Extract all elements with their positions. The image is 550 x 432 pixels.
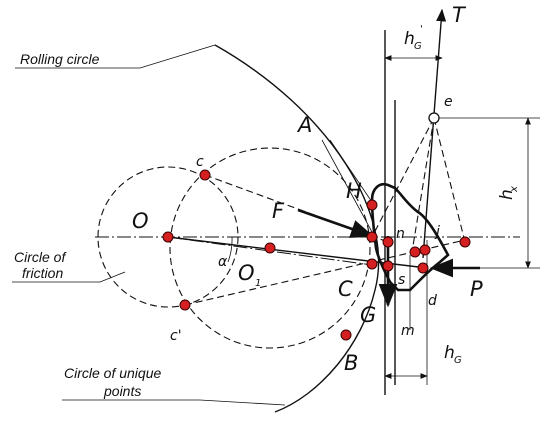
note-circle-of-friction-1: Circle of: [14, 249, 67, 265]
label-c: c: [196, 154, 204, 170]
label-A: A: [296, 113, 312, 137]
force-F-arrow: [297, 208, 375, 238]
label-F: F: [272, 199, 285, 223]
label-O1: O: [238, 261, 255, 285]
unique-points-leader: [62, 399, 286, 406]
point-H: [366, 199, 378, 211]
label-B: B: [344, 351, 358, 375]
label-H: H: [346, 179, 362, 203]
label-T: T: [452, 3, 467, 27]
label-e: e: [444, 94, 453, 110]
point-right: [459, 236, 471, 248]
e-to-n-dash: [371, 117, 435, 238]
point-O1: [264, 242, 276, 254]
rolling-circle-arc: [214, 44, 380, 413]
o-to-c-line: [167, 236, 373, 266]
force-T-arrow: [422, 8, 447, 259]
point-B: [340, 329, 352, 341]
label-C: C: [338, 277, 353, 301]
point-j1: [409, 246, 421, 258]
e-to-s-dash: [411, 117, 435, 253]
rolling-circle-leader: [15, 44, 216, 69]
point-c: [199, 169, 211, 181]
circle-of-unique-points: [169, 147, 371, 349]
label-d: d: [428, 293, 437, 309]
label-n: n: [396, 226, 405, 242]
label-cprime: c': [170, 328, 182, 344]
a-leader-2: [329, 139, 375, 206]
label-hg-sub: G: [454, 355, 462, 366]
label-G: G: [360, 303, 376, 327]
label-hg-prime: h: [404, 29, 415, 49]
note-rolling-circle: Rolling circle: [20, 51, 100, 67]
cprime-line: [184, 239, 466, 306]
label-P: P: [470, 277, 483, 301]
note-circle-of-friction-2: friction: [22, 265, 63, 281]
point-C: [366, 258, 378, 270]
label-hg: h: [444, 343, 455, 363]
label-hg-prime-sub: G: [414, 41, 422, 52]
point-j2: [419, 244, 431, 256]
label-hg-prime-mark: ': [420, 24, 423, 35]
alpha-arc: [227, 236, 233, 263]
label-hx: h: [497, 189, 517, 200]
label-s: s: [398, 272, 405, 288]
point-O: [162, 231, 174, 243]
friction-leader: [12, 271, 126, 283]
label-O: O: [132, 209, 149, 233]
point-s: [382, 260, 394, 272]
label-m: m: [401, 323, 415, 339]
point-e: [428, 112, 440, 124]
note-circle-of-unique-2: points: [103, 383, 141, 399]
point-d: [417, 262, 429, 274]
label-hx-sub: x: [509, 186, 520, 193]
point-F-contact: [366, 231, 378, 243]
label-j: j: [434, 224, 440, 240]
note-circle-of-unique-1: Circle of unique: [64, 365, 161, 381]
point-n: [382, 236, 394, 248]
label-alpha: α: [218, 254, 228, 270]
point-cprime: [179, 299, 191, 311]
a-leader: [321, 139, 373, 233]
label-O1-sub: 1: [255, 278, 261, 289]
